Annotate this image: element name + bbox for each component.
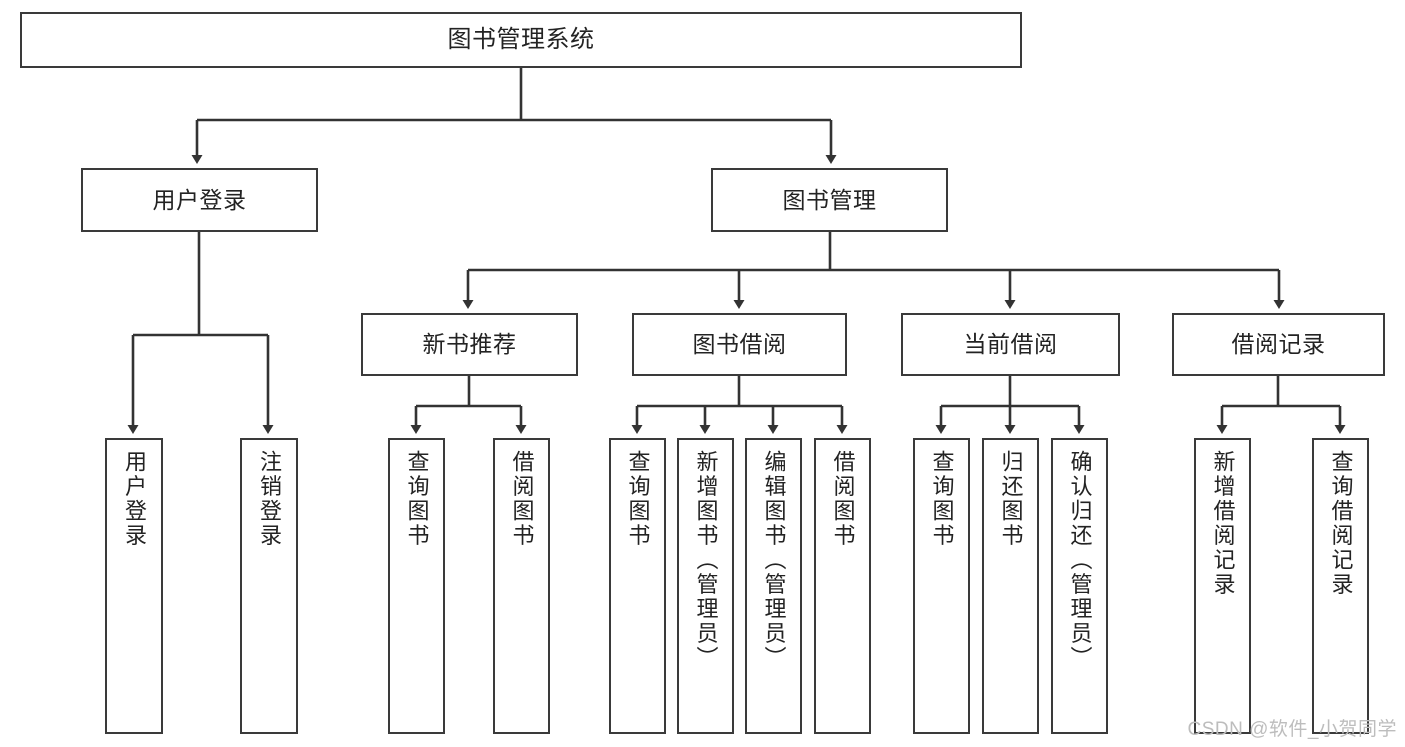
leaf-borrow-book[interactable]: 借阅图书 xyxy=(814,438,871,734)
node-new-book-recommend[interactable]: 新书推荐 xyxy=(361,313,578,376)
leaf-confirm-return-admin[interactable]: 确认归还（管理员） xyxy=(1051,438,1108,734)
node-current-borrow[interactable]: 当前借阅 xyxy=(901,313,1120,376)
node-label: 查询借阅记录 xyxy=(1328,450,1354,597)
node-label: 确认归还（管理员） xyxy=(1067,450,1093,671)
node-book-management[interactable]: 图书管理 xyxy=(711,168,948,232)
node-root-system[interactable]: 图书管理系统 xyxy=(20,12,1022,68)
node-label: 归还图书 xyxy=(998,450,1024,548)
node-label: 查询图书 xyxy=(625,450,651,548)
leaf-edit-book-admin[interactable]: 编辑图书（管理员） xyxy=(745,438,802,734)
node-user-login[interactable]: 用户登录 xyxy=(81,168,318,232)
node-label: 图书管理系统 xyxy=(447,26,595,54)
node-label: 新增图书（管理员） xyxy=(693,450,719,671)
node-label: 借阅图书 xyxy=(509,450,535,548)
leaf-user-login[interactable]: 用户登录 xyxy=(105,438,163,734)
node-label: 图书管理 xyxy=(782,186,877,213)
node-label: 当前借阅 xyxy=(963,331,1058,358)
leaf-return-book[interactable]: 归还图书 xyxy=(982,438,1039,734)
leaf-query-book-borrow[interactable]: 查询图书 xyxy=(609,438,666,734)
leaf-query-borrow-record[interactable]: 查询借阅记录 xyxy=(1312,438,1369,734)
csdn-watermark: CSDN @软件_小贺同学 xyxy=(1187,719,1397,740)
node-label: 注销登录 xyxy=(257,450,282,548)
leaf-logout[interactable]: 注销登录 xyxy=(240,438,298,734)
node-book-borrow[interactable]: 图书借阅 xyxy=(632,313,847,376)
leaf-query-book-newbook[interactable]: 查询图书 xyxy=(388,438,445,734)
leaf-borrow-book-newbook[interactable]: 借阅图书 xyxy=(493,438,550,734)
node-label: 编辑图书（管理员） xyxy=(761,450,787,671)
leaf-add-book-admin[interactable]: 新增图书（管理员） xyxy=(677,438,734,734)
node-label: 新增借阅记录 xyxy=(1210,450,1236,597)
leaf-query-book-current[interactable]: 查询图书 xyxy=(913,438,970,734)
node-label: 查询图书 xyxy=(404,450,430,548)
node-label: 借阅记录 xyxy=(1231,331,1326,358)
leaf-add-borrow-record[interactable]: 新增借阅记录 xyxy=(1194,438,1251,734)
node-label: 查询图书 xyxy=(929,450,955,548)
node-label: 用户登录 xyxy=(152,186,247,213)
node-borrow-record[interactable]: 借阅记录 xyxy=(1172,313,1385,376)
node-label: 新书推荐 xyxy=(422,331,517,358)
node-label: 图书借阅 xyxy=(692,331,787,358)
node-label: 借阅图书 xyxy=(830,450,856,548)
node-label: 用户登录 xyxy=(122,450,147,548)
